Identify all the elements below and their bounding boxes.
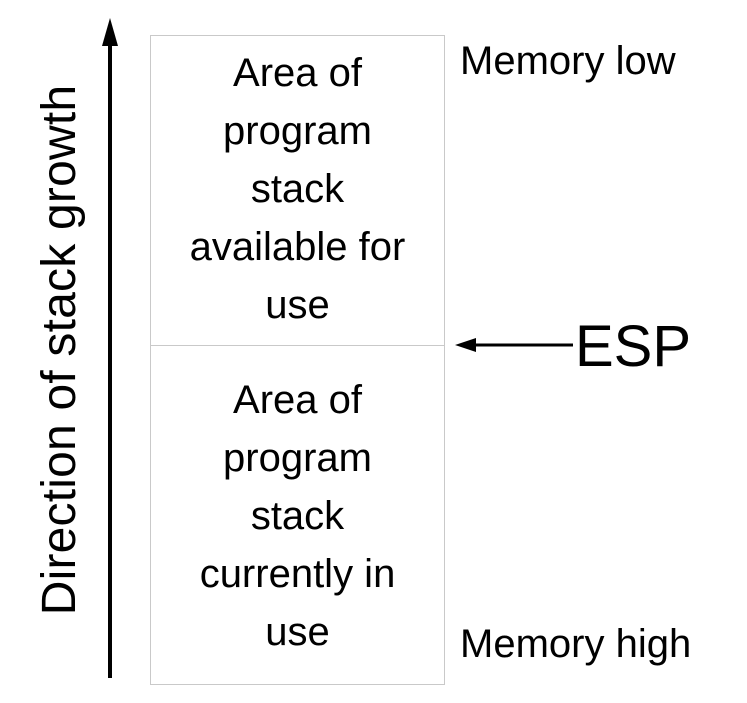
- used-stack-block: Area of program stack currently in use: [150, 345, 445, 685]
- used-stack-label: Area of program stack currently in use: [199, 378, 396, 654]
- esp-arrow-head: [455, 338, 476, 352]
- available-stack-block: Area of program stack available for use: [150, 35, 445, 346]
- stack-growth-label: Direction of stack growth: [33, 84, 86, 616]
- esp-pointer-label: ESP: [575, 314, 692, 379]
- growth-arrow-head: [102, 18, 118, 46]
- memory-low-label: Memory low: [460, 39, 676, 83]
- memory-high-label: Memory high: [460, 622, 692, 666]
- available-stack-label: Area of program stack available for use: [189, 50, 406, 327]
